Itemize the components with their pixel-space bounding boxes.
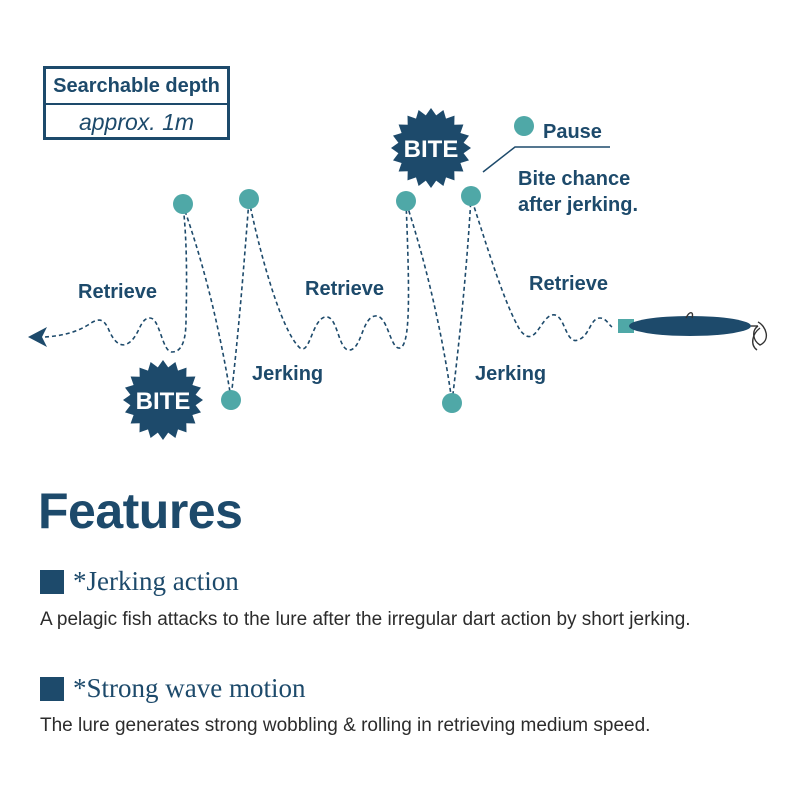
fishing-lure-icon	[618, 312, 768, 351]
lure-action-diagram: BITE BITE Retrieve Retrieve Retrieve Jer…	[28, 108, 768, 440]
bite-chance-label: after jerking.	[518, 194, 638, 216]
arrow-left-icon	[28, 327, 47, 347]
bite-burst-icon	[391, 108, 471, 188]
lure-path	[44, 196, 613, 403]
feature-description: The lure generates strong wobbling & rol…	[40, 715, 651, 736]
retrieve-label: Retrieve	[78, 281, 157, 303]
bite-burst-upper: BITE	[391, 108, 471, 188]
jerking-label: Jerking	[252, 363, 323, 385]
pause-point-icon	[514, 116, 534, 136]
square-bullet-icon	[40, 569, 64, 594]
pause-callout-line	[482, 146, 610, 173]
bite-burst-icon	[123, 360, 203, 440]
jerk-point	[221, 390, 241, 410]
bite-label: BITE	[404, 136, 459, 163]
retrieve-label: Retrieve	[529, 273, 608, 295]
jerk-point	[461, 186, 481, 206]
jerking-label: Jerking	[475, 363, 546, 385]
searchable-depth-box: Searchable depth approx. 1m	[43, 66, 230, 140]
pause-label: Pause	[543, 121, 602, 143]
bite-burst-lower: BITE	[123, 360, 203, 440]
features-heading: Features	[38, 483, 243, 539]
jerk-point	[442, 393, 462, 413]
jerk-point	[396, 191, 416, 211]
feature-name: *Jerking action	[73, 566, 239, 596]
retrieve-label: Retrieve	[305, 278, 384, 300]
feature-name: *Strong wave motion	[73, 673, 306, 703]
feature-heading-jerking: *Jerking action	[40, 566, 239, 597]
bite-label: BITE	[136, 388, 191, 415]
jerk-point	[173, 194, 193, 214]
depth-title: Searchable depth	[46, 69, 227, 105]
square-bullet-icon	[40, 676, 64, 701]
feature-heading-wave: *Strong wave motion	[40, 673, 305, 704]
jerk-point	[239, 189, 259, 209]
depth-value: approx. 1m	[78, 108, 195, 135]
bite-chance-label: Bite chance	[518, 168, 630, 190]
feature-description: A pelagic fish attacks to the lure after…	[40, 609, 691, 630]
